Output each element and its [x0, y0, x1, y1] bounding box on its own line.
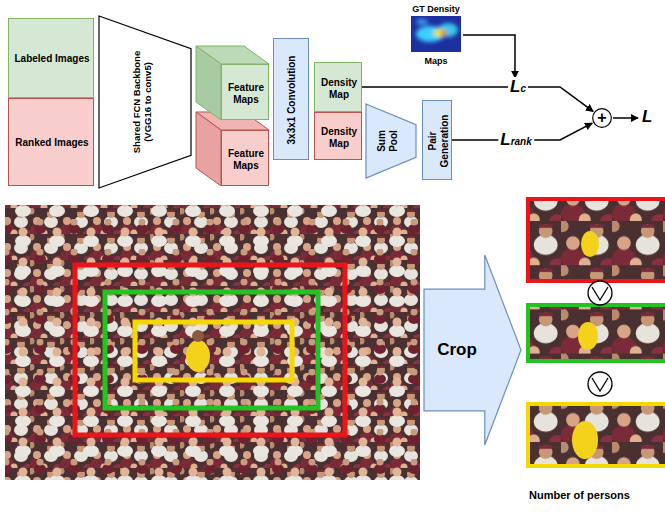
node-label: Feature Maps: [224, 82, 268, 105]
node-label: Ranked Images: [13, 137, 91, 149]
gt-arrow: [463, 35, 515, 78]
feature-map-box: Feature Maps: [221, 64, 269, 120]
node-label: GT Density: [397, 4, 475, 14]
node-label: Labeled Images: [13, 53, 91, 65]
conv-box: 3x3x1 Convolution: [273, 38, 309, 160]
node-label: Sum Pool: [376, 123, 399, 159]
node-label: Feature Maps: [224, 148, 268, 171]
sum-circle: +: [592, 108, 612, 128]
loss-total: L: [642, 107, 652, 127]
feature-map-faces: [196, 46, 269, 186]
pair-generation-box: Pair Generation: [422, 100, 452, 180]
cropped-images: [528, 199, 665, 466]
axis-caption: Number of persons: [529, 489, 630, 501]
loss-label: Lrank: [498, 130, 534, 150]
sum-pool-shape: Sum Pool: [366, 104, 416, 178]
crop-arrow: Crop: [424, 255, 522, 445]
loss-label: Lc: [508, 77, 528, 97]
node-label: +: [593, 109, 611, 127]
gt-density-panel: GT DensityMaps: [396, 1, 476, 69]
backbone-trapezoid: Shared FCN Backbone (VGG16 to conv5): [99, 16, 191, 188]
density-map-box: Density Map: [314, 112, 362, 160]
output-arrow: [613, 117, 638, 119]
node-label: Crop: [428, 340, 486, 360]
node-sublabel: Maps: [397, 56, 475, 66]
node-label: Pair Generation: [427, 105, 450, 177]
feature-map-box: Feature Maps: [221, 130, 269, 186]
loss-arrow: [362, 87, 593, 111]
node-label: Density Map: [317, 126, 361, 149]
density-heatmap: [411, 16, 461, 52]
crowd-photo: [5, 205, 420, 480]
node-label: Density Map: [317, 77, 361, 100]
node-label: Shared FCN Backbone (VGG16 to conv5): [132, 50, 154, 154]
node-label: 3x3x1 Convolution: [286, 45, 298, 155]
greater-than-symbol: [588, 281, 612, 396]
density-map-box: Density Map: [314, 62, 362, 112]
input-box: Labeled Images: [8, 18, 94, 98]
input-box: Ranked Images: [8, 98, 94, 186]
